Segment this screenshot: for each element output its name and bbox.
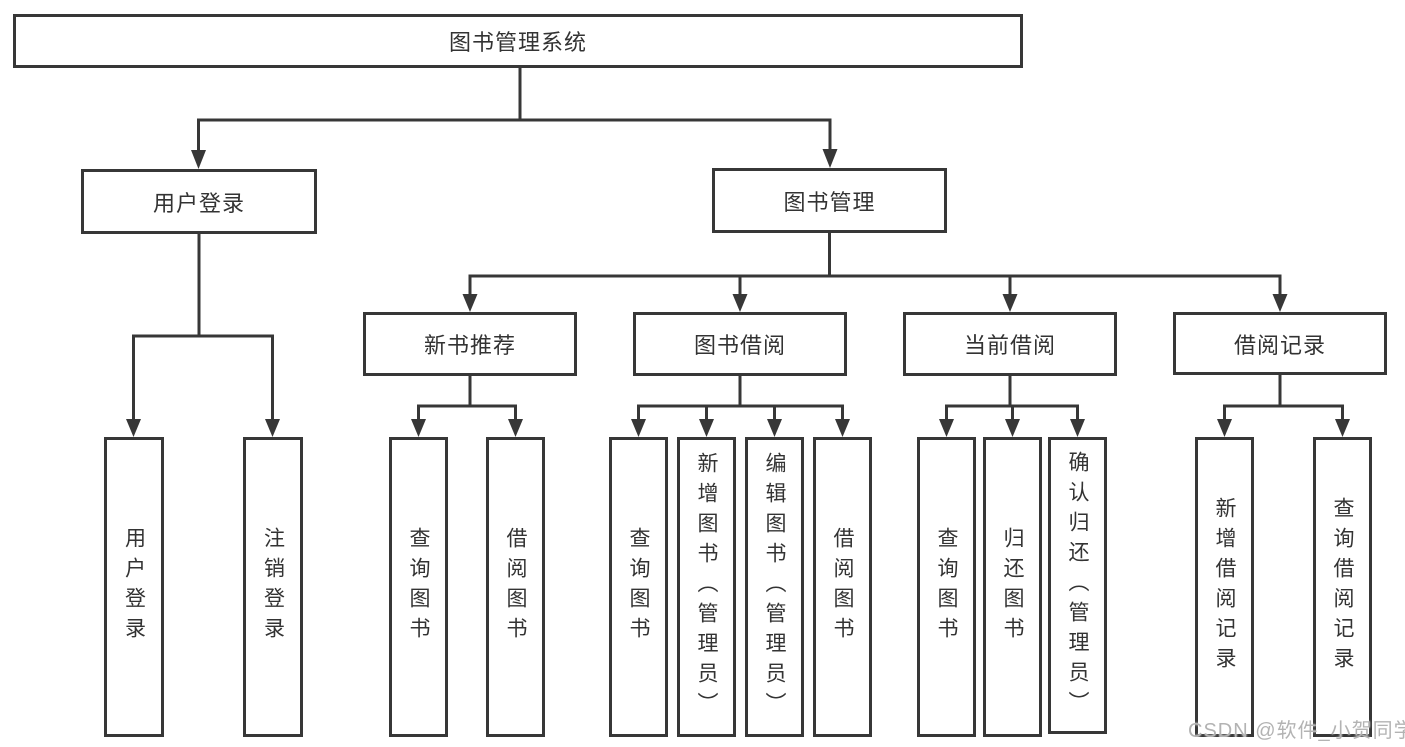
leaf-borrowing-edit-books-label: 编辑图书（管理员）	[763, 452, 786, 722]
node-book-borrowing-label: 图书借阅	[693, 333, 786, 358]
node-current-borrowing: 当前借阅	[903, 312, 1117, 376]
node-borrowing-records-label: 借阅记录	[1233, 332, 1326, 358]
node-borrowing-records: 借阅记录	[1173, 312, 1387, 375]
leaf-newbooks-query-books: 查询图书	[389, 437, 448, 737]
node-library-system-label: 图书管理系统	[448, 30, 587, 55]
leaf-logout: 注销登录	[243, 437, 303, 737]
leaf-current-return-books-label: 归还图书	[1001, 527, 1024, 647]
node-book-management: 图书管理	[712, 168, 947, 233]
node-new-book-recommend: 新书推荐	[363, 312, 577, 376]
leaf-borrowing-add-books: 新增图书（管理员）	[677, 437, 736, 737]
csdn-watermark: CSDN @软件_小贺同学	[1188, 720, 1405, 742]
leaf-records-add-record: 新增借阅记录	[1195, 437, 1254, 737]
leaf-borrowing-query-books-label: 查询图书	[627, 527, 650, 647]
node-book-management-label: 图书管理	[783, 189, 876, 215]
leaf-user-login: 用户登录	[104, 437, 164, 737]
leaf-logout-label: 注销登录	[261, 527, 285, 647]
leaf-current-confirm-return: 确认归还（管理员）	[1048, 437, 1107, 734]
leaf-newbooks-query-books-label: 查询图书	[407, 527, 430, 647]
leaf-newbooks-borrow-books-label: 借阅图书	[504, 527, 527, 647]
leaf-borrowing-add-books-label: 新增图书（管理员）	[695, 452, 718, 722]
leaf-records-query-record: 查询借阅记录	[1313, 437, 1372, 737]
node-book-borrowing: 图书借阅	[633, 312, 847, 376]
node-user-login: 用户登录	[81, 169, 317, 234]
leaf-current-query-books: 查询图书	[917, 437, 976, 737]
leaf-current-query-books-label: 查询图书	[935, 527, 958, 647]
node-new-book-recommend-label: 新书推荐	[423, 333, 516, 358]
leaf-user-login-label: 用户登录	[122, 527, 146, 647]
leaf-borrowing-borrow-books: 借阅图书	[813, 437, 872, 737]
node-library-system: 图书管理系统	[13, 14, 1023, 68]
leaf-current-confirm-return-label: 确认归还（管理员）	[1066, 450, 1089, 721]
node-user-login-label: 用户登录	[152, 190, 245, 216]
node-current-borrowing-label: 当前借阅	[963, 333, 1056, 358]
leaf-borrowing-query-books: 查询图书	[609, 437, 668, 737]
leaf-borrowing-borrow-books-label: 借阅图书	[831, 527, 854, 647]
leaf-newbooks-borrow-books: 借阅图书	[486, 437, 545, 737]
leaf-current-return-books: 归还图书	[983, 437, 1042, 737]
leaf-borrowing-edit-books: 编辑图书（管理员）	[745, 437, 804, 737]
leaf-records-query-record-label: 查询借阅记录	[1331, 497, 1354, 677]
leaf-records-add-record-label: 新增借阅记录	[1213, 497, 1236, 677]
